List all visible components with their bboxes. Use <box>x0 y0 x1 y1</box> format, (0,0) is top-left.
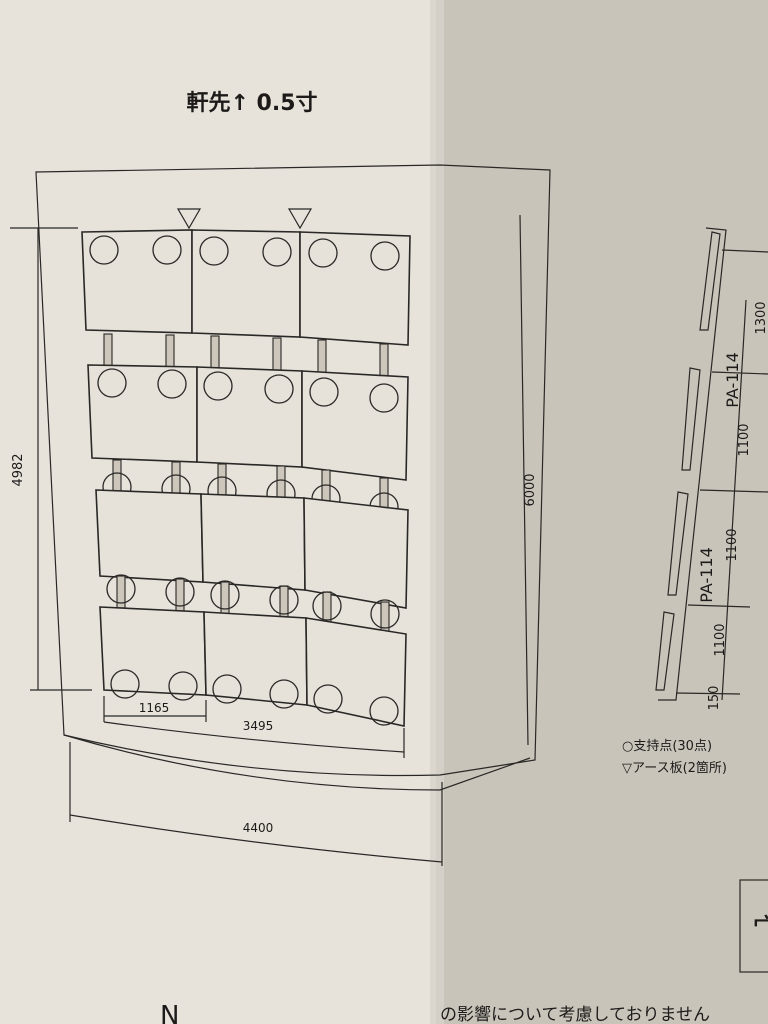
solar-panel <box>81 229 193 334</box>
side-dim-1100-b: 1100 <box>725 528 740 561</box>
paper-fold <box>430 0 444 1024</box>
legend-earth-plates: ▽アース板(2箇所) <box>622 760 727 776</box>
total-height-dimension-label: 6000 <box>523 473 538 506</box>
roof-outline-inner <box>63 734 531 791</box>
support-point <box>152 235 182 265</box>
panel-width-label: 1165 <box>139 701 170 715</box>
total-height-dimension-line <box>519 214 529 746</box>
footer-note: の影響について考慮しておりません <box>440 1005 710 1024</box>
support-point <box>308 238 338 268</box>
support-point <box>313 684 343 714</box>
support-point <box>157 369 187 399</box>
roof-width-dimension-line <box>69 814 443 863</box>
support-point <box>203 371 233 401</box>
panel-row-2 <box>87 364 409 481</box>
earth-plate-icon <box>287 208 313 230</box>
support-point <box>262 237 292 267</box>
array-width-dimension-line <box>103 721 405 753</box>
support-point <box>370 241 400 271</box>
array-width-label: 3495 <box>243 719 274 733</box>
support-point <box>110 669 140 699</box>
solar-panel <box>196 366 303 468</box>
side-view-section <box>655 227 768 701</box>
support-point <box>369 696 399 726</box>
cut-off-box <box>739 879 768 973</box>
solar-panel <box>305 617 407 727</box>
support-point <box>309 377 339 407</box>
solar-panel <box>303 497 409 609</box>
support-point <box>212 674 242 704</box>
support-point <box>369 383 399 413</box>
roof-width-label: 4400 <box>243 821 274 835</box>
side-dim-1100-c: 1100 <box>713 623 728 656</box>
support-point <box>89 235 119 265</box>
panel-row-4 <box>99 606 407 727</box>
panel-row-1 <box>81 229 411 346</box>
panel-row-3 <box>95 489 409 609</box>
solar-panel <box>87 364 198 463</box>
support-point <box>269 679 299 709</box>
support-point <box>97 368 127 398</box>
solar-panel <box>203 611 308 706</box>
side-dim-150: 150 <box>707 686 722 711</box>
solar-panel <box>200 493 306 591</box>
support-point <box>199 236 229 266</box>
side-panel-model-2: PA-114 <box>697 547 716 603</box>
side-dim-1100-a: 1100 <box>737 423 752 456</box>
support-point <box>168 671 198 701</box>
svg-text:宀: 宀 <box>752 913 768 948</box>
solar-panel <box>301 370 409 481</box>
roof-outline <box>35 164 551 777</box>
legend-support-points: ○支持点(30点) <box>622 739 712 754</box>
solar-panel <box>299 231 411 346</box>
roof-edge-title: 軒先↑ 0.5寸 <box>186 90 317 116</box>
earth-plate-icon <box>176 208 202 230</box>
solar-panel <box>191 229 301 338</box>
side-panel-model-1: PA-114 <box>723 352 742 408</box>
paper-right-shadow <box>436 0 768 1024</box>
solar-panel <box>99 606 207 696</box>
solar-panel <box>95 489 204 583</box>
mounting-rails-3 <box>106 574 400 635</box>
compass-letter: N <box>160 1001 179 1024</box>
support-point <box>264 374 294 404</box>
height-dimension-label: 4982 <box>11 453 26 486</box>
side-dim-1300: 1300 <box>754 301 768 334</box>
